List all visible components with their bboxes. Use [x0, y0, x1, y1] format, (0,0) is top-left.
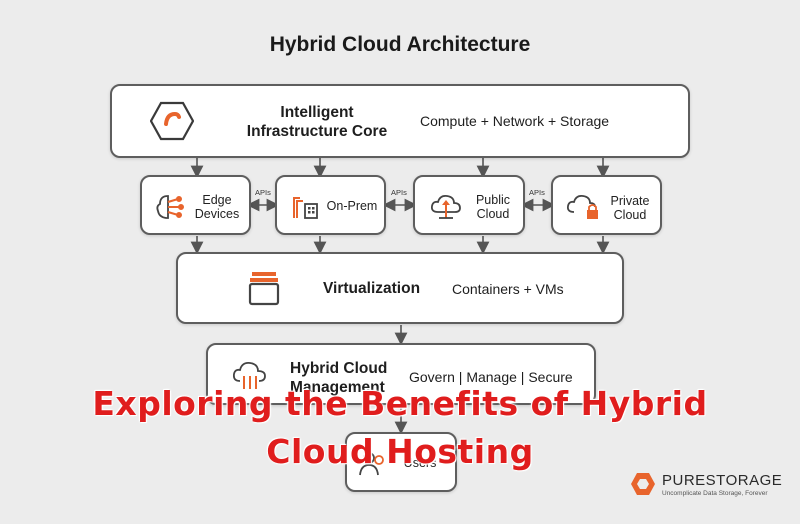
- api-label-1: APIs: [255, 188, 271, 197]
- core-detail: Compute + Network + Storage: [420, 113, 610, 129]
- site-public-cloud: Public Cloud: [413, 175, 525, 235]
- public-cloud-icon: [430, 194, 461, 219]
- api-label-3: APIs: [529, 188, 545, 197]
- edge-icon: [156, 195, 184, 219]
- site-on-prem-label: On-Prem: [323, 199, 381, 213]
- site-public-line2: Cloud: [476, 207, 510, 221]
- site-private-label: Private Cloud: [603, 194, 657, 222]
- site-edge-label: Edge Devices: [188, 193, 246, 221]
- users-icon: [359, 452, 384, 476]
- hexagon-icon: [150, 101, 194, 141]
- users-box: Users: [345, 432, 457, 492]
- brand-tagline: Uncomplicate Data Storage, Forever: [662, 490, 768, 497]
- overlay-headline-line1: Exploring the Benefits of Hybrid: [92, 384, 708, 423]
- diagram-title: Hybrid Cloud Architecture: [269, 33, 531, 56]
- core-name-line1: Intelligent: [280, 104, 354, 121]
- virtualization-name: Virtualization: [323, 280, 421, 297]
- private-cloud-icon: [566, 194, 598, 219]
- management-name-line1: Hybrid Cloud: [290, 360, 388, 377]
- cloud-gear-icon: [232, 361, 266, 389]
- layers-icon: [248, 272, 280, 306]
- site-edge-line2: Devices: [194, 207, 240, 221]
- site-private-cloud: Private Cloud: [551, 175, 662, 235]
- site-public-label: Public Cloud: [465, 193, 521, 221]
- site-private-line2: Cloud: [613, 208, 647, 222]
- core-name: Intelligent Infrastructure Core: [232, 103, 402, 141]
- virtualization-detail: Containers + VMs: [452, 281, 564, 297]
- users-label: Users: [403, 456, 437, 470]
- site-edge-line1: Edge: [202, 193, 232, 207]
- site-on-prem-line1: On-Prem: [326, 199, 378, 213]
- core-name-line2: Infrastructure Core: [246, 123, 388, 140]
- site-on-prem: On-Prem: [275, 175, 386, 235]
- brand-name: PURESTORAGE: [662, 472, 783, 489]
- management-box: Hybrid Cloud Management Govern | Manage …: [206, 343, 596, 405]
- core-box: Intelligent Infrastructure Core Compute …: [110, 84, 690, 158]
- pure-logo-icon: [631, 473, 655, 495]
- management-name-line2: Management: [290, 379, 385, 396]
- management-name: Hybrid Cloud Management: [290, 359, 387, 397]
- virtualization-box: Virtualization Containers + VMs: [176, 252, 624, 324]
- api-label-2: APIs: [391, 188, 407, 197]
- on-prem-icon: [293, 197, 318, 219]
- site-public-line1: Public: [475, 193, 511, 207]
- management-detail: Govern | Manage | Secure: [409, 369, 573, 385]
- site-private-line1: Private: [610, 194, 650, 208]
- brand-logo: PURESTORAGE Uncomplicate Data Storage, F…: [630, 470, 795, 500]
- site-edge-devices: Edge Devices: [140, 175, 251, 235]
- overlay-headline-line2: Cloud Hosting: [266, 432, 534, 471]
